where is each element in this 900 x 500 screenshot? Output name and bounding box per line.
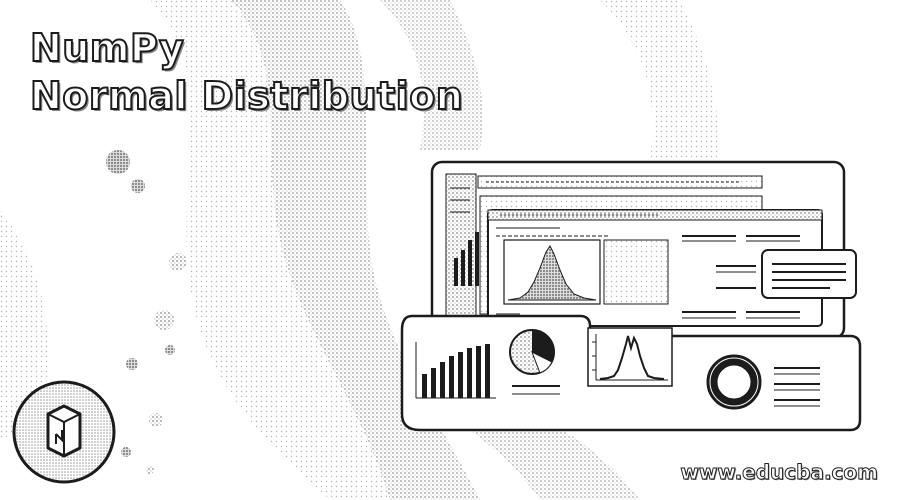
background-swooshes — [0, 0, 720, 500]
title-line-2: Normal Distribution — [29, 73, 464, 119]
pie-chart-icon — [509, 329, 560, 395]
watermark-url: www.educba.com — [680, 460, 879, 485]
histogram-window — [487, 209, 823, 327]
dashboard-panel-front — [400, 314, 862, 432]
distribution-plot-graphic — [587, 327, 673, 387]
stats-card-right — [761, 249, 857, 299]
page-title: NumPy Normal Distribution — [29, 24, 464, 120]
list-rows-graphic — [774, 367, 820, 407]
title-line-1: NumPy — [29, 25, 185, 71]
bar-chart-graphic — [415, 342, 496, 399]
donut-chart-icon — [706, 354, 762, 410]
decorative-dots — [106, 150, 187, 474]
numpy-cube-logo-icon — [12, 380, 116, 484]
